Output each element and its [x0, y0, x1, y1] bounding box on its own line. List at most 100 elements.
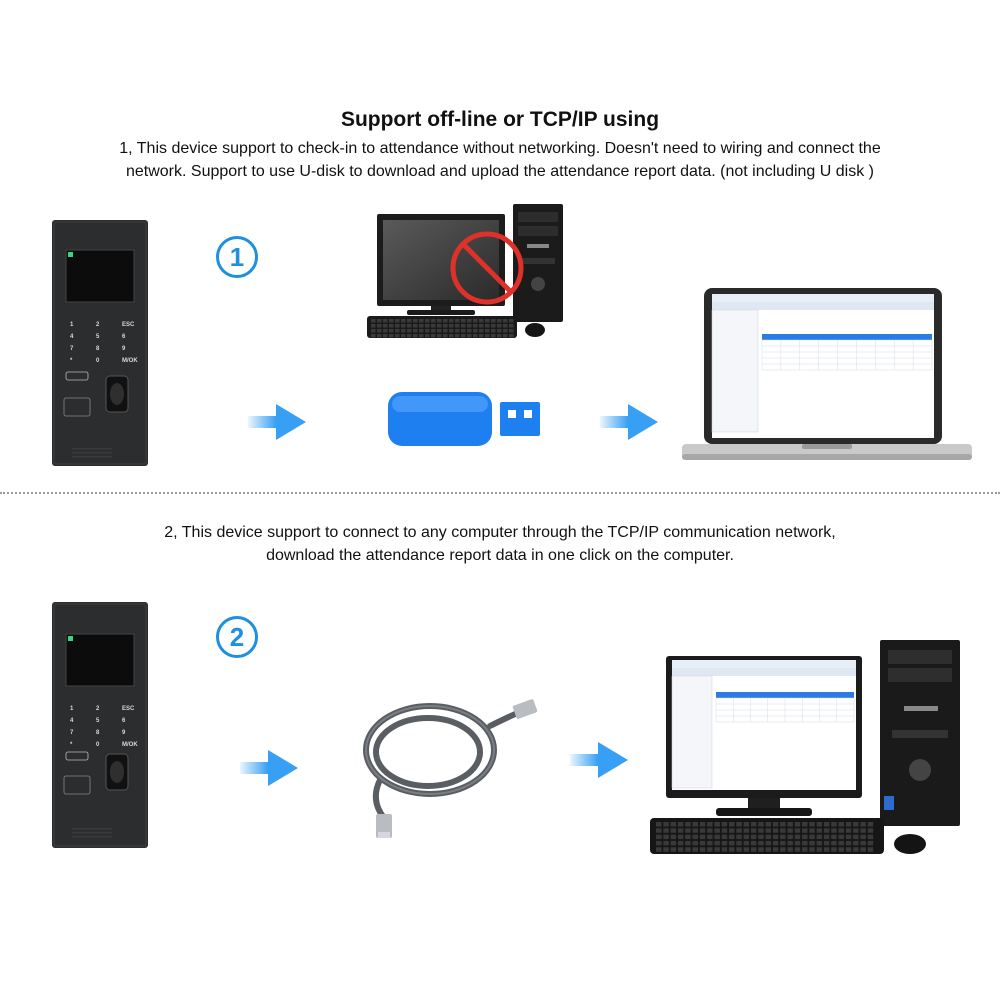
keypad-key-label: M/OK — [122, 358, 138, 364]
arrow-right-icon — [600, 404, 658, 440]
prohibited-icon — [450, 231, 524, 305]
keyboard-key — [485, 324, 490, 328]
keyboard-key — [677, 840, 684, 846]
keyboard-key — [670, 847, 677, 852]
keyboard-key — [707, 822, 713, 827]
section2-text-line2: download the attendance report data in o… — [266, 547, 734, 564]
keyboard-key — [758, 840, 764, 846]
keyboard-key — [656, 834, 662, 840]
keypad-key-label: 0 — [96, 742, 100, 748]
keyboard-key — [461, 324, 466, 328]
keyboard-key — [491, 319, 496, 323]
keyboard-key — [663, 822, 669, 827]
keyboard-key — [656, 828, 662, 833]
keyboard-key — [802, 828, 808, 833]
keyboard-key — [467, 319, 472, 323]
keypad-key-label: 9 — [122, 730, 126, 736]
keyboard-key — [377, 329, 382, 333]
keyboard-key — [794, 828, 801, 833]
keyboard-key — [407, 329, 412, 333]
keyboard-key — [371, 319, 376, 323]
keyboard-key — [685, 847, 691, 852]
keyboard-key — [437, 324, 442, 328]
keyboard-key — [787, 834, 793, 840]
keyboard-key — [509, 324, 514, 328]
keyboard-key — [377, 334, 382, 338]
keypad-key-label: 1 — [70, 322, 74, 328]
keyboard-key — [867, 834, 874, 840]
keyboard-key — [670, 834, 677, 840]
keyboard-key — [425, 324, 430, 328]
keyboard-key — [497, 319, 502, 323]
keyboard-key — [758, 828, 764, 833]
keyboard-key — [802, 847, 808, 852]
keyboard-key — [497, 334, 502, 338]
keyboard-key — [663, 828, 669, 833]
keyboard-key — [750, 840, 757, 846]
keypad-key-label: 8 — [96, 346, 100, 352]
keyboard-key — [860, 828, 866, 833]
keyboard-key — [389, 334, 394, 338]
keypad-key-label: 0 — [96, 358, 100, 364]
keyboard-key — [692, 822, 698, 827]
keyboard-key — [780, 834, 786, 840]
keyboard-key — [758, 822, 764, 827]
keyboard-key — [823, 822, 830, 827]
keyboard-key — [485, 319, 490, 323]
keyboard-key — [479, 334, 484, 338]
keyboard-key — [816, 840, 823, 846]
keyboard-key — [377, 324, 382, 328]
section-divider — [0, 492, 1000, 494]
keypad-key-label: 2 — [96, 706, 100, 712]
keyboard-key — [461, 329, 466, 333]
keyboard-key — [721, 828, 728, 833]
keyboard-key — [443, 319, 448, 323]
keyboard-key — [823, 834, 830, 840]
keyboard-key — [714, 840, 720, 846]
keyboard-key — [787, 847, 793, 852]
keyboard-key — [853, 840, 859, 846]
keyboard-key — [707, 847, 713, 852]
page-title: Support off-line or TCP/IP using — [340, 108, 660, 131]
keyboard-key — [838, 834, 844, 840]
keyboard-key — [467, 324, 472, 328]
keyboard-key — [413, 319, 418, 323]
keyboard-key — [509, 329, 514, 333]
keyboard-key — [692, 847, 698, 852]
keyboard-key — [485, 334, 490, 338]
keyboard-key — [455, 329, 460, 333]
keyboard-key — [656, 822, 662, 827]
keyboard-key — [670, 822, 677, 827]
keyboard-key — [809, 847, 815, 852]
keyboard-key — [794, 847, 801, 852]
keypad-key-label: ESC — [122, 706, 135, 712]
keyboard-key — [461, 334, 466, 338]
keyboard-key — [479, 324, 484, 328]
keypad-key-label: 6 — [122, 718, 126, 724]
keyboard-key — [699, 834, 706, 840]
keyboard-key — [794, 822, 801, 827]
keyboard-key — [419, 324, 424, 328]
keyboard-key — [479, 329, 484, 333]
keyboard-key — [750, 847, 757, 852]
keyboard-key — [809, 840, 815, 846]
keyboard-key — [780, 840, 786, 846]
status-led-icon — [68, 636, 73, 641]
keyboard-key — [497, 329, 502, 333]
desktop-computer-disabled-image — [367, 204, 563, 338]
keyboard-key — [845, 822, 852, 827]
keyboard-key — [467, 334, 472, 338]
keyboard-key — [794, 840, 801, 846]
keyboard-key — [743, 822, 750, 827]
keyboard-key — [670, 828, 677, 833]
keypad-key-label: 2 — [96, 322, 100, 328]
desktop-computer-attendance-software-image — [650, 640, 960, 854]
keyboard-key — [383, 334, 388, 338]
keyboard-key — [860, 840, 866, 846]
keyboard-key — [455, 324, 460, 328]
keyboard-key — [473, 324, 478, 328]
keyboard-key — [838, 822, 844, 827]
keypad-key-label: ESC — [122, 322, 135, 328]
keyboard-key — [743, 828, 750, 833]
